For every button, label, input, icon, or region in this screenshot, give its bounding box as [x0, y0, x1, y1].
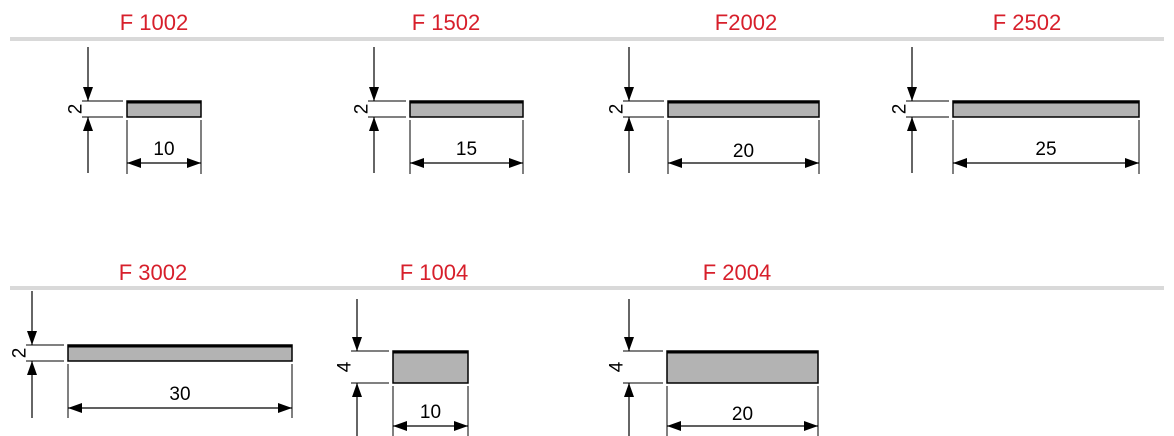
dimension-arrow [624, 87, 634, 101]
dimension-arrow [27, 331, 37, 345]
profile-title: F 1002 [119, 10, 189, 35]
profile-title: F 1502 [411, 10, 481, 35]
dimension-arrow [369, 87, 379, 101]
dimension-arrow [667, 421, 681, 431]
width-label: 20 [732, 404, 753, 425]
profile-title: F 1004 [399, 260, 469, 285]
profile-drawing-4: 2 30 [10, 291, 293, 418]
thickness-label: 4 [335, 361, 356, 372]
dimension-arrow [83, 87, 93, 101]
dimension-arrow [624, 383, 634, 397]
width-label: 10 [153, 139, 174, 160]
profile-drawing-5: 4 10 [335, 299, 469, 436]
dimension-arrow [369, 117, 379, 131]
dimension-arrow [410, 158, 424, 168]
dimension-arrow [187, 158, 201, 168]
dimension-arrow [804, 421, 818, 431]
profile-title: F 2004 [702, 260, 772, 285]
dimension-arrow [907, 117, 917, 131]
dimension-arrow [907, 87, 917, 101]
profile-drawing-6: 4 20 [607, 299, 819, 436]
dimension-arrow [509, 158, 523, 168]
width-label: 15 [456, 139, 477, 160]
profile-title: F 3002 [118, 260, 188, 285]
dimension-arrow [393, 421, 407, 431]
row-2-divider [10, 286, 1164, 290]
profile-drawing-2: 2 20 [607, 47, 820, 174]
thickness-label: 2 [10, 348, 31, 359]
dimension-arrow [668, 158, 682, 168]
thickness-label: 2 [352, 104, 373, 115]
dimension-arrow [624, 337, 634, 351]
dimension-arrow [454, 421, 468, 431]
profile-drawing-3: 2 25 [890, 47, 1140, 174]
dimension-arrow [1125, 158, 1139, 168]
thickness-label: 2 [66, 104, 87, 115]
profile-title: F2002 [714, 10, 778, 35]
dimension-arrow [805, 158, 819, 168]
dimension-arrow [27, 361, 37, 375]
width-label: 25 [1035, 139, 1056, 160]
dimension-arrow [278, 403, 292, 413]
profile-section [392, 350, 469, 384]
dimension-arrow [68, 403, 82, 413]
profile-drawing-0: 2 10 [66, 47, 202, 174]
width-label: 20 [733, 141, 754, 162]
thickness-label: 2 [890, 104, 911, 115]
dimension-arrow [83, 117, 93, 131]
dimension-arrow [127, 158, 141, 168]
width-label: 30 [169, 384, 190, 405]
thickness-label: 2 [607, 104, 628, 115]
dimension-arrow [352, 383, 362, 397]
thickness-label: 4 [607, 361, 628, 372]
dimension-arrow [624, 117, 634, 131]
row-1-divider [10, 37, 1164, 41]
profile-section [666, 350, 819, 384]
profile-drawing-1: 2 15 [352, 47, 524, 174]
width-label: 10 [420, 402, 441, 423]
profile-title: F 2502 [992, 10, 1062, 35]
dimension-arrow [352, 337, 362, 351]
dimension-arrow [953, 158, 967, 168]
